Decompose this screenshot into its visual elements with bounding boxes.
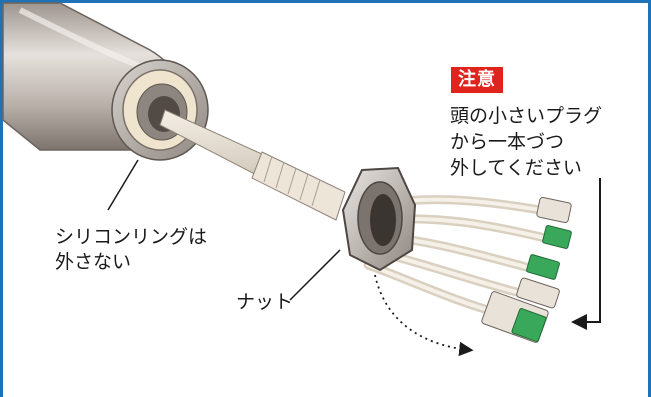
leader-lines <box>107 159 341 301</box>
ring-note-line: 外さない <box>55 251 132 273</box>
caution-line: 外してください <box>450 157 582 179</box>
caution-badge: 注意 <box>451 67 503 93</box>
main-cable <box>159 109 346 221</box>
caution-line: から一本づつ <box>450 131 565 153</box>
removal-dotted-arrow <box>374 274 474 357</box>
caution-text: 頭の小さいプラグ から一本づつ 外してください <box>450 103 602 181</box>
caution-line: 頭の小さいプラグ <box>450 105 603 127</box>
caution-arrow <box>571 178 601 330</box>
ring-note-line: シリコンリングは <box>55 226 208 248</box>
silicone-ring-note: シリコンリングは 外さない <box>55 225 207 275</box>
connectors <box>481 196 572 343</box>
nut <box>341 166 417 272</box>
nut-label: ナット <box>236 291 294 313</box>
